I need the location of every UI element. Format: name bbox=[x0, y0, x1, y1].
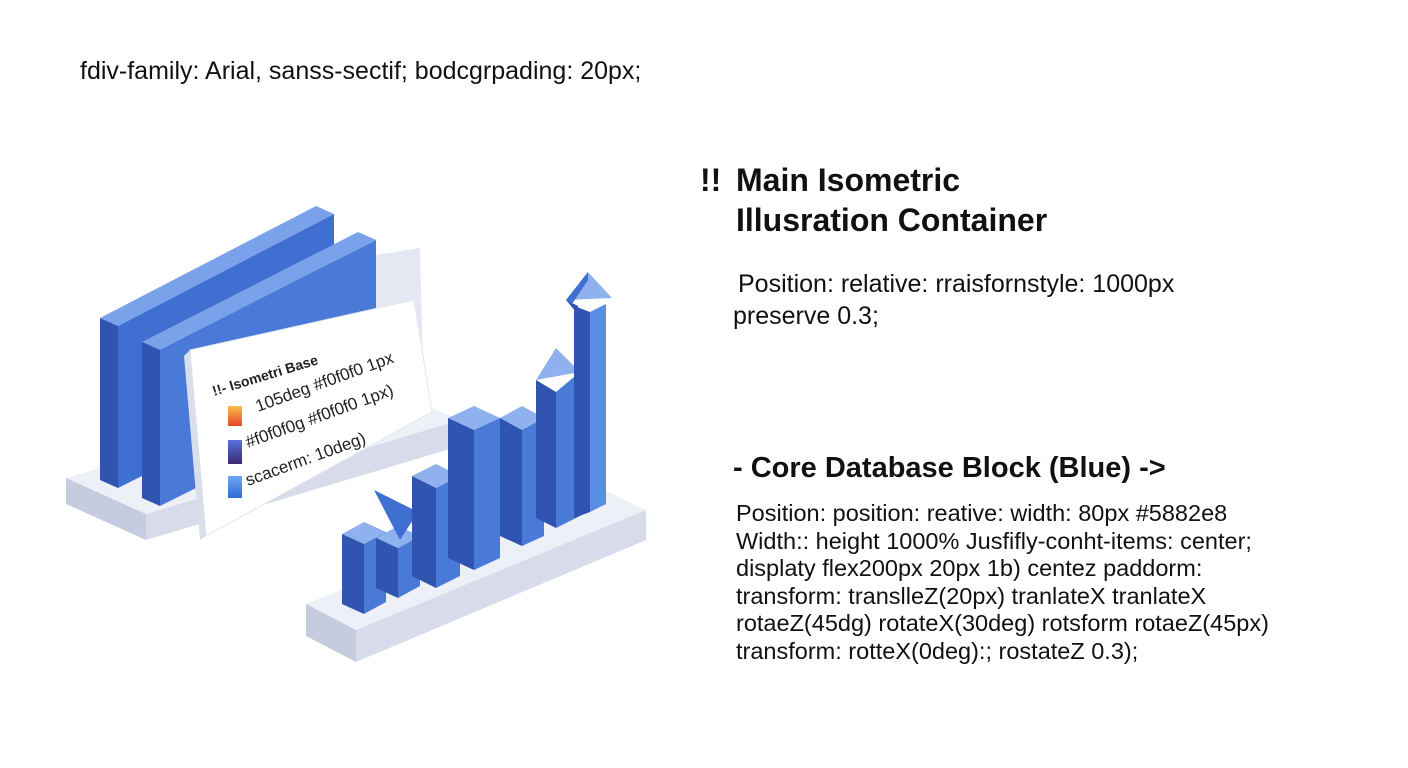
container-desc-line-2: preserve 0.3; bbox=[733, 302, 879, 330]
swatch-purple bbox=[228, 440, 242, 464]
bar-chart-prisms bbox=[342, 272, 612, 614]
isometric-illustration: !!- Isometri Base 105deg #f0f0f0 1px #f0… bbox=[66, 206, 646, 662]
db-desc-line-1: Position: position: reative: width: 80px… bbox=[736, 500, 1228, 526]
container-description: Position: relative: rraisfornstyle: 1000… bbox=[733, 268, 1333, 332]
title-prefix: !! bbox=[700, 162, 722, 198]
container-desc-line-1: Position: relative: rraisfornstyle: 1000… bbox=[738, 270, 1175, 298]
db-desc-line-2: Width:: height 1000% Jusfifly-conht-item… bbox=[736, 527, 1252, 554]
title-line-1: Main Isometric bbox=[736, 162, 961, 198]
bar-prism bbox=[536, 348, 580, 528]
isometric-base-card: !!- Isometri Base 105deg #f0f0f0 1px #f0… bbox=[184, 299, 433, 540]
db-desc-line-6: transform: rotteX(0deg):; rostateZ 0.3); bbox=[736, 637, 1139, 664]
arrow-marker bbox=[374, 490, 418, 540]
growth-arrow-icon bbox=[566, 272, 612, 518]
core-database-heading: - Core Database Block (Blue) -> bbox=[733, 452, 1166, 484]
swatch-blue bbox=[228, 476, 242, 498]
db-desc-line-3: displaty flex200px 20px 1b) centez paddo… bbox=[736, 555, 1203, 581]
bar-prism bbox=[448, 406, 500, 570]
bar-prism bbox=[376, 526, 420, 598]
title-line-2: Illusration Container bbox=[736, 202, 1048, 238]
db-desc-line-5: rotaeZ(45dg) rotateX(30deg) rotsform rot… bbox=[736, 610, 1269, 636]
swatch-orange bbox=[228, 406, 242, 426]
db-desc-line-4: transform: translleZ(20px) tranlateX tra… bbox=[736, 582, 1207, 609]
core-database-description: Position: position: reative: width: 80px… bbox=[736, 500, 1376, 665]
bar-prism bbox=[500, 406, 544, 546]
css-snippet-line: fdiv-family: Arial, sanss-sectif; bodcgr… bbox=[80, 57, 642, 85]
page-title: Main Isometric Illusration Container bbox=[736, 160, 1296, 240]
